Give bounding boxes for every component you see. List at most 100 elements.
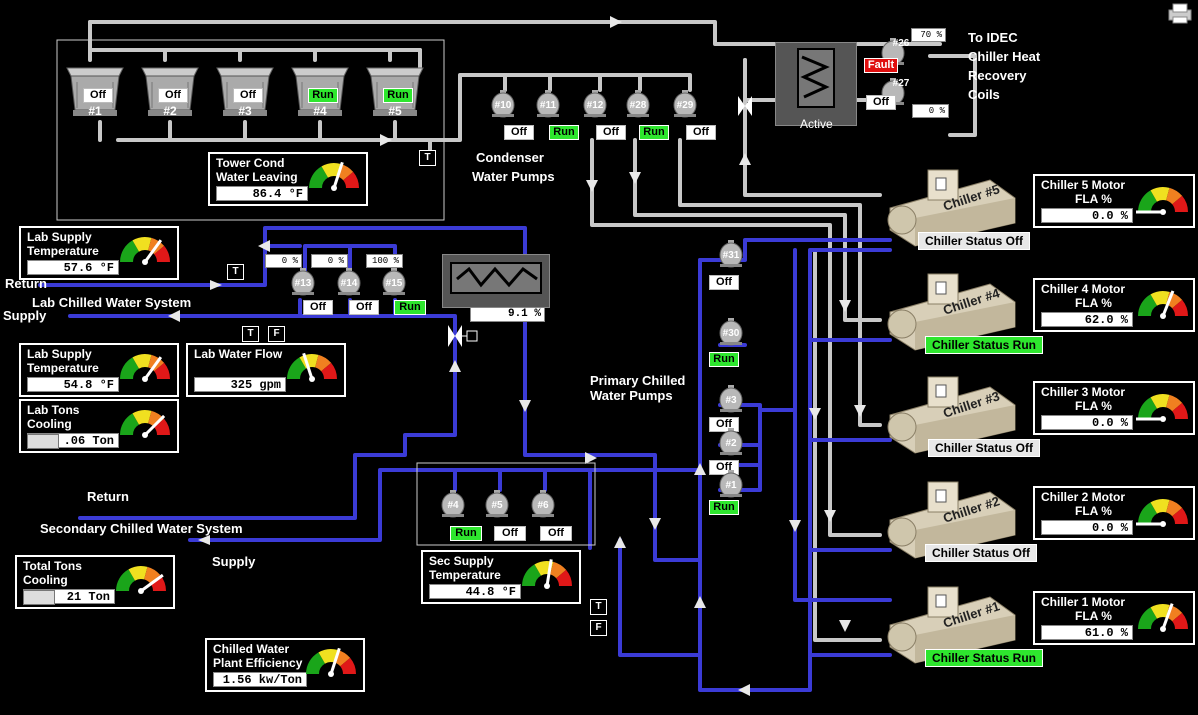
gauge-value: 62.0 %	[1041, 312, 1133, 327]
condenser-pump[interactable]: #10	[490, 90, 516, 118]
condenser-pump[interactable]: #12	[582, 90, 608, 118]
gauge-subtitle: Temperature	[429, 568, 501, 582]
tower-status[interactable]: Off	[233, 88, 263, 103]
lab-pump-status[interactable]: Off	[349, 300, 379, 315]
sec-system-label: Secondary Chilled Water System	[40, 521, 243, 536]
lab-pump[interactable]: #14	[336, 268, 362, 296]
pump-name: #11	[539, 100, 557, 111]
condenser-pump-status[interactable]: Off	[596, 125, 626, 140]
pump-name: #3	[725, 395, 737, 406]
lab-pump[interactable]: #13	[290, 268, 316, 296]
cooling-tower[interactable]: Off#3	[213, 62, 277, 120]
lab-pump-status[interactable]: Off	[303, 300, 333, 315]
secondary-pump-status[interactable]: Off	[540, 526, 572, 541]
tower-status[interactable]: Off	[158, 88, 188, 103]
pump-name: #13	[294, 278, 312, 289]
pump-name: #29	[676, 100, 694, 111]
condenser-pump[interactable]: #11	[535, 90, 561, 118]
tower-temp-sensor[interactable]: T	[419, 150, 436, 166]
cooling-tower[interactable]: Run#5	[363, 62, 427, 120]
to-idec-label: To IDEC	[968, 30, 1018, 45]
pump-icon	[719, 470, 743, 498]
condenser-pump-status[interactable]: Run	[639, 125, 669, 140]
cooling-tower[interactable]: Off#2	[138, 62, 202, 120]
primary-pump[interactable]: #2	[718, 428, 744, 456]
lab-heat-exchanger[interactable]	[442, 254, 550, 308]
chiller-status[interactable]: Chiller Status Off	[928, 439, 1041, 457]
lab-pump-status[interactable]: Run	[394, 300, 426, 315]
pump-icon	[491, 90, 515, 118]
tower-status[interactable]: Run	[308, 88, 338, 103]
recovery-pump-status[interactable]: Off	[866, 95, 896, 110]
gauge-title: Chiller 1 Motor	[1041, 595, 1126, 609]
gauge-title: Sec Supply	[429, 554, 494, 568]
printer-icon[interactable]	[1165, 2, 1195, 24]
sec-flow-sensor[interactable]: F	[590, 620, 607, 636]
cooling-tower[interactable]: Off#1	[63, 62, 127, 120]
condenser-pump-status[interactable]: Off	[504, 125, 534, 140]
primary-pump-status[interactable]: Off	[709, 275, 739, 290]
condenser-pumps-label: Water Pumps	[472, 169, 555, 184]
gauge-value: 44.8 °F	[429, 584, 521, 599]
primary-pump[interactable]: #3	[718, 385, 744, 413]
tower-status[interactable]: Off	[83, 88, 113, 103]
heat-recovery-exchanger[interactable]: Active	[775, 42, 857, 131]
condenser-pump-status[interactable]: Run	[549, 125, 579, 140]
secondary-pump[interactable]: #6	[530, 490, 556, 518]
pump-icon	[441, 490, 465, 518]
primary-pump[interactable]: #31	[718, 240, 744, 268]
recovery-pump-status[interactable]: Fault	[864, 58, 898, 73]
pump-name: #12	[586, 100, 604, 111]
gauge-value: 0.0 %	[1041, 415, 1133, 430]
gauge-value: 0.0 %	[1041, 208, 1133, 223]
primary-pumps-label: Water Pumps	[590, 388, 673, 403]
cooling-tower[interactable]: Run#4	[288, 62, 352, 120]
pump-name: #4	[447, 500, 459, 511]
chiller-icon	[887, 169, 1016, 247]
chiller-unit[interactable]: Chiller #5	[880, 168, 1020, 248]
tower-status[interactable]: Run	[383, 88, 413, 103]
primary-pump[interactable]: #1	[718, 470, 744, 498]
chiller-status[interactable]: Chiller Status Run	[925, 649, 1044, 667]
condenser-label: Condenser	[476, 150, 544, 165]
chiller-unit[interactable]: Chiller #4	[880, 272, 1020, 352]
condenser-pump-status[interactable]: Off	[686, 125, 716, 140]
condenser-pump[interactable]: #28	[625, 90, 651, 118]
lab-flow-sensor[interactable]: F	[268, 326, 285, 342]
primary-pump[interactable]: #30	[718, 318, 744, 346]
secondary-pump-status[interactable]: Off	[494, 526, 526, 541]
gauge-title: Lab Tons	[27, 403, 80, 417]
chiller-status[interactable]: Chiller Status Off	[925, 544, 1038, 562]
secondary-pump[interactable]: #4	[440, 490, 466, 518]
sec-temp-sensor[interactable]: T	[590, 599, 607, 615]
chiller-status[interactable]: Chiller Status Off	[918, 232, 1031, 250]
gauge-dial-icon	[1138, 603, 1188, 632]
chiller-status[interactable]: Chiller Status Run	[925, 336, 1044, 354]
condenser-pump[interactable]: #29	[672, 90, 698, 118]
primary-pump-status[interactable]: Run	[709, 500, 739, 515]
gauge-dial-icon	[522, 559, 572, 589]
lab-supply-temp-sensor[interactable]: T	[242, 326, 259, 342]
tower-name: #1	[88, 104, 102, 118]
lab-pump[interactable]: #15	[381, 268, 407, 296]
secondary-pump[interactable]: #5	[484, 490, 510, 518]
pump-icon	[719, 385, 743, 413]
gauge-value: 1.56 kw/Ton	[213, 672, 307, 687]
secondary-pump-status[interactable]: Run	[450, 526, 482, 541]
primary-pump-status[interactable]: Run	[709, 352, 739, 367]
gauge-subtitle: FLA %	[1075, 192, 1112, 206]
lab-return-temp-sensor[interactable]: T	[227, 264, 244, 280]
